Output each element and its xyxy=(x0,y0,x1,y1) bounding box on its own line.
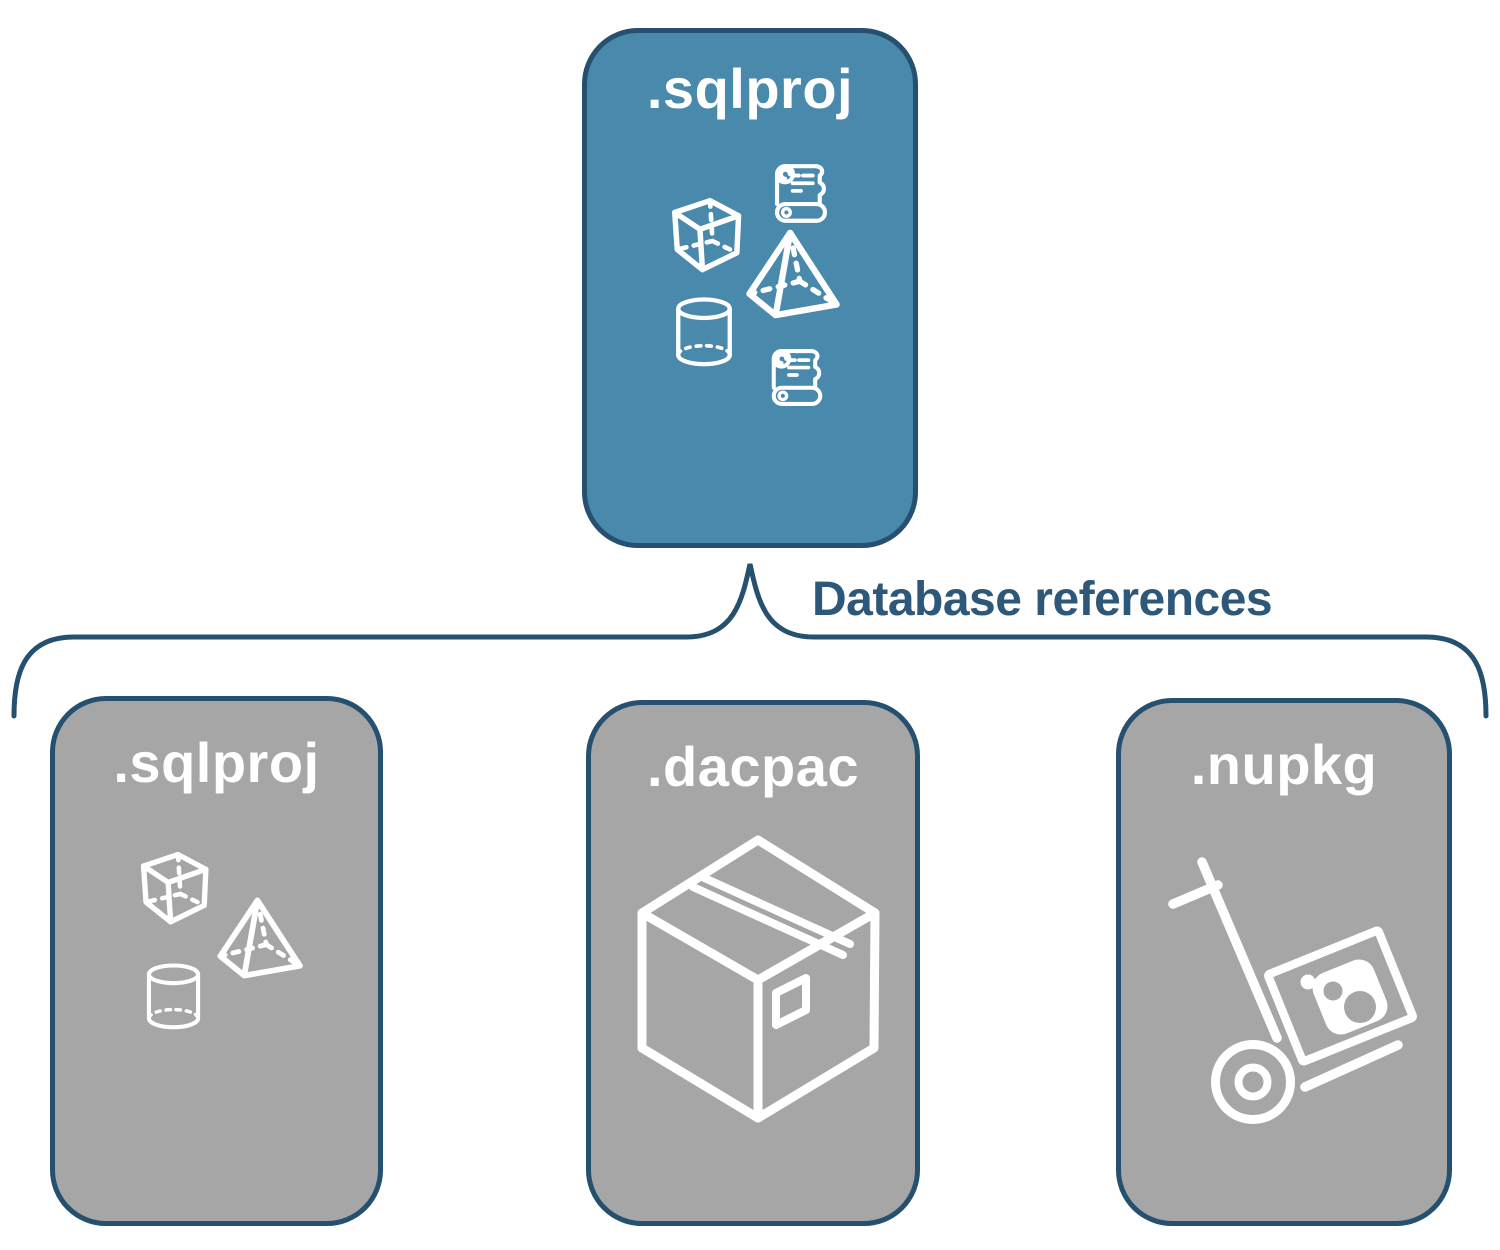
connector-label: Database references xyxy=(812,573,1273,626)
child-node-title: .sqlproj xyxy=(113,731,320,794)
node-root-sqlproj: .sqlproj xyxy=(582,28,918,548)
scroll-icon xyxy=(762,346,832,410)
cube-icon xyxy=(137,848,219,930)
pyramid-icon xyxy=(744,228,844,320)
child-node-title: .nupkg xyxy=(1190,733,1378,796)
cube-icon xyxy=(668,192,752,280)
root-node-title: .sqlproj xyxy=(646,57,854,120)
node-child-sqlproj: .sqlproj xyxy=(50,696,383,1226)
pyramid-icon xyxy=(212,896,310,980)
scroll-icon xyxy=(765,161,837,227)
cylinder-icon xyxy=(142,960,205,1034)
node-child-dacpac: .dacpac xyxy=(586,700,920,1226)
child-node-title: .dacpac xyxy=(646,735,860,798)
hand-truck-package-icon xyxy=(1166,856,1421,1126)
package-box-icon xyxy=(630,832,890,1126)
cylinder-icon xyxy=(671,296,737,369)
brace-connector xyxy=(11,563,1489,719)
node-child-nupkg: .nupkg xyxy=(1116,698,1452,1226)
